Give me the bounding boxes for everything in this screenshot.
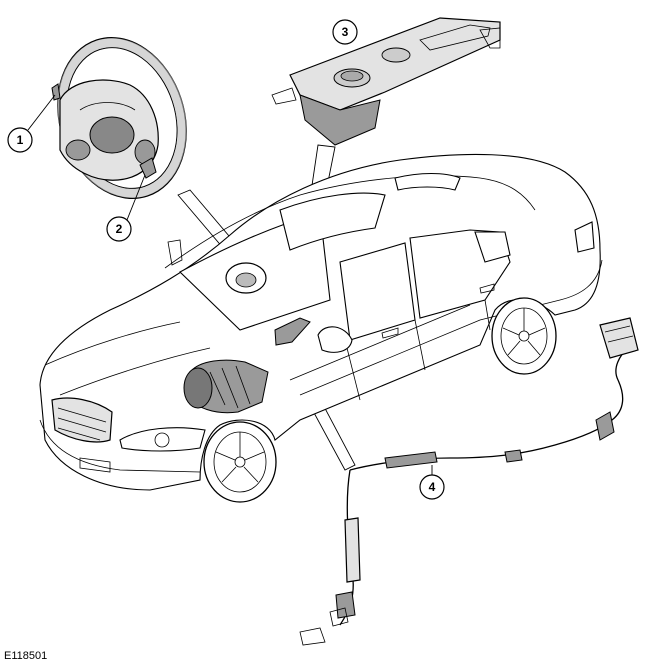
selector-cable-harness-icon — [299, 317, 639, 646]
callout-4: 4 — [419, 474, 445, 500]
door-handle — [381, 327, 399, 339]
steering-wheel-paddle-icon — [139, 157, 157, 179]
rear-wheel — [491, 297, 557, 375]
front-wheel — [203, 421, 277, 503]
selector-in-car — [274, 317, 311, 346]
callout-1: 1 — [7, 127, 33, 153]
steering-wheel-in-car — [225, 262, 267, 294]
svg-text:4: 4 — [429, 480, 436, 494]
svg-text:1: 1 — [17, 133, 24, 147]
transmission-selector-module-icon — [271, 17, 501, 146]
svg-text:3: 3 — [342, 25, 349, 39]
svg-text:2: 2 — [116, 222, 123, 236]
side-mirror — [317, 326, 353, 353]
car-body — [39, 153, 603, 503]
callout-2: 2 — [106, 216, 132, 242]
steering-wheel-detail — [51, 36, 187, 200]
callout-3: 3 — [332, 19, 358, 45]
door-handle — [479, 283, 495, 294]
figure-code: E118501 — [4, 650, 48, 662]
transmission-icon — [183, 359, 269, 414]
